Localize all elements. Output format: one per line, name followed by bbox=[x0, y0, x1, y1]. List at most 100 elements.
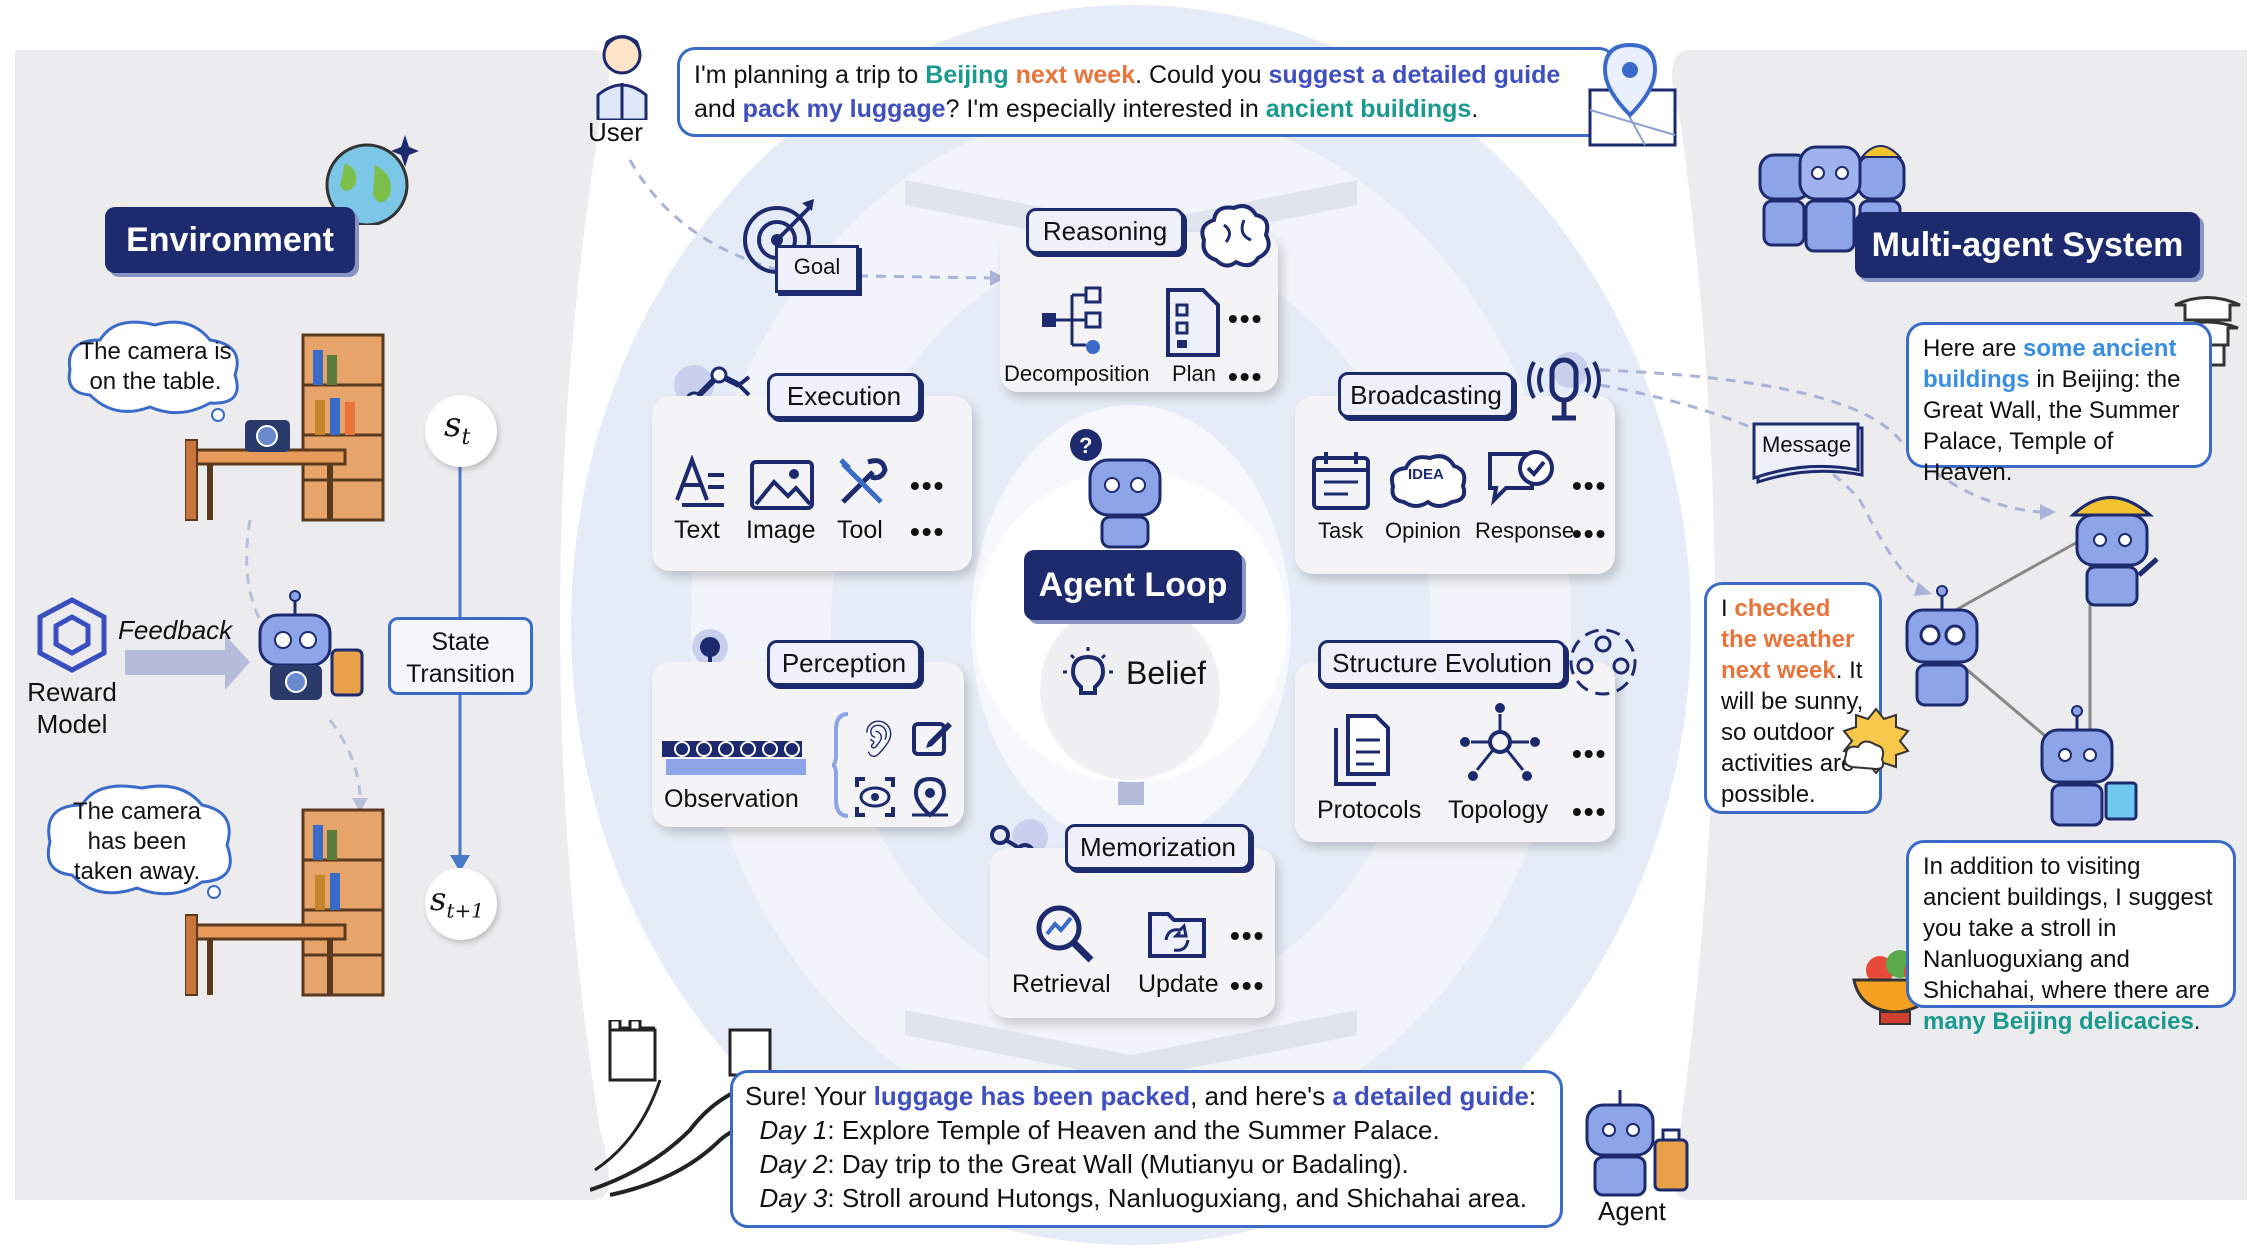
target-goal-icon bbox=[743, 199, 814, 274]
state-st-sub: t bbox=[461, 424, 471, 450]
state-st1-sub: t+1 bbox=[446, 898, 484, 923]
decomposition-label: Decomposition bbox=[1004, 361, 1150, 386]
state-st1-label: st+1 bbox=[430, 880, 484, 922]
user-msg-pack: pack my luggage bbox=[742, 95, 946, 123]
cloud-text-1: The camera is on the table. bbox=[79, 338, 232, 395]
table-bookshelf-illustration bbox=[185, 808, 385, 997]
tool-icon bbox=[839, 458, 888, 504]
agent-robot-luggage-icon bbox=[1585, 1090, 1689, 1197]
user-msg-ancient: ancient buildings bbox=[1265, 95, 1472, 123]
b1-text: in Beijing: the Great Wall, the Summer P… bbox=[1923, 366, 2181, 486]
memorization-more: ••• bbox=[1230, 920, 1266, 951]
opinion-cloud-icon bbox=[1389, 454, 1467, 508]
location-icon bbox=[912, 776, 948, 818]
update-folder-icon bbox=[1148, 912, 1206, 958]
user-msg-text: . Could you bbox=[1135, 61, 1269, 89]
task-label: Task bbox=[1318, 518, 1364, 543]
b3-highlight: many Beijing delicacies bbox=[1923, 1008, 2194, 1035]
structure-evolution-title: Structure Evolution bbox=[1318, 640, 1566, 686]
topology-icon bbox=[1460, 703, 1540, 781]
reply-text: , and here's bbox=[1190, 1081, 1333, 1111]
execution-title: Execution bbox=[767, 373, 921, 419]
day3-text: : Stroll around Hutongs, Nanluoguxiang, … bbox=[827, 1183, 1527, 1213]
structure-more: ••• bbox=[1572, 738, 1608, 769]
agent-reply-bubble: Sure! Your luggage has been packed, and … bbox=[730, 1070, 1563, 1228]
retrieval-label: Retrieval bbox=[1012, 970, 1111, 998]
agent-bubble-ancient-buildings: Here are some ancient buildings in Beiji… bbox=[1906, 322, 2212, 486]
microphone-icon bbox=[1527, 352, 1601, 421]
agent-label: Agent bbox=[1598, 1196, 1666, 1226]
update-label: Update bbox=[1138, 970, 1219, 998]
response-chat-icon bbox=[1488, 450, 1554, 506]
belief-circle bbox=[1040, 600, 1220, 780]
memorization-title: Memorization bbox=[1065, 824, 1251, 870]
b3-text: . bbox=[2193, 1008, 2201, 1035]
svg-text:?: ? bbox=[1079, 433, 1092, 458]
edit-icon bbox=[912, 722, 952, 756]
message-label: Message bbox=[1762, 432, 1852, 457]
task-calendar-icon bbox=[1312, 452, 1370, 510]
user-msg-beijing: Beijing bbox=[925, 61, 1009, 89]
belief-label: Belief bbox=[1126, 655, 1207, 691]
state-st-letter: s bbox=[444, 405, 462, 445]
text-icon bbox=[675, 455, 724, 507]
protocols-label: Protocols bbox=[1317, 796, 1422, 824]
reasoning-more: ••• bbox=[1228, 303, 1264, 334]
cloud-shape bbox=[46, 784, 232, 899]
user-label: User bbox=[588, 117, 643, 147]
structure-more-2: ••• bbox=[1572, 796, 1608, 827]
user-msg-text: and bbox=[694, 95, 743, 123]
opinion-label: Opinion bbox=[1385, 518, 1461, 543]
eye-scan-icon bbox=[855, 777, 895, 817]
robot-planner-icon bbox=[2040, 705, 2138, 827]
message-doc-icon bbox=[1752, 422, 1864, 485]
robot-camera-icon bbox=[258, 590, 364, 700]
protocols-icon bbox=[1334, 714, 1390, 786]
ear-icon: 👂︎ bbox=[856, 718, 902, 759]
environment-title: Environment bbox=[105, 207, 355, 273]
sun-cloud-icon bbox=[1842, 707, 1910, 775]
brace-shape bbox=[832, 712, 849, 818]
reply-packed: luggage has been packed bbox=[873, 1081, 1191, 1111]
perception-title: Perception bbox=[767, 640, 921, 686]
state-st-label: st bbox=[444, 405, 470, 450]
reply-text: : bbox=[1528, 1081, 1537, 1111]
state-st1-letter: s bbox=[430, 880, 447, 918]
b2-text: . It will be sunny, so outdoor activitie… bbox=[1721, 657, 1864, 808]
tool-label: Tool bbox=[837, 516, 883, 544]
multi-agent-system-title: Multi-agent System bbox=[1855, 212, 2200, 278]
plan-icon bbox=[1166, 288, 1220, 357]
plan-label: Plan bbox=[1172, 361, 1217, 386]
user-message-bubble: I'm planning a trip to Beijing next week… bbox=[677, 47, 1617, 137]
user-msg-guide: suggest a detailed guide bbox=[1268, 61, 1561, 89]
agent-bubble-delicacies: In addition to visiting ancient building… bbox=[1906, 840, 2236, 1035]
reasoning-more-2: ••• bbox=[1228, 361, 1264, 392]
user-msg-next-week: next week bbox=[1015, 61, 1136, 89]
b3-text: In addition to visiting ancient building… bbox=[1923, 853, 2213, 1004]
broadcasting-title: Broadcasting bbox=[1338, 372, 1514, 418]
response-label: Response bbox=[1475, 518, 1575, 543]
b2-highlight: checked the weather next week bbox=[1721, 595, 1855, 684]
text-label: Text bbox=[674, 516, 720, 544]
image-icon bbox=[750, 460, 814, 510]
lightbulb-icon bbox=[1063, 647, 1113, 695]
state-transition-box: State Transition bbox=[388, 617, 533, 695]
broadcasting-more-2: ••• bbox=[1572, 518, 1608, 549]
reasoning-title: Reasoning bbox=[1026, 208, 1184, 254]
b2-text: I bbox=[1721, 595, 1735, 622]
map-pin-icon bbox=[1588, 42, 1677, 147]
user-avatar-icon bbox=[596, 35, 648, 120]
robot-glasses-icon bbox=[1905, 585, 1979, 707]
user-msg-space bbox=[1009, 61, 1016, 89]
day2-label: Day 2 bbox=[759, 1149, 828, 1179]
table-bookshelf-illustration bbox=[185, 333, 385, 522]
memorization-more-2: ••• bbox=[1230, 970, 1266, 1001]
state-st-node bbox=[425, 395, 497, 467]
reply-text: Sure! Your bbox=[745, 1081, 874, 1111]
user-msg-text: I'm planning a trip to bbox=[694, 61, 926, 89]
observation-icon bbox=[662, 741, 806, 775]
day1-text: : Explore Temple of Heaven and the Summe… bbox=[827, 1115, 1440, 1145]
brain-icon bbox=[1200, 204, 1271, 268]
state-st1-node bbox=[425, 868, 497, 940]
reward-model-icon bbox=[37, 597, 107, 673]
